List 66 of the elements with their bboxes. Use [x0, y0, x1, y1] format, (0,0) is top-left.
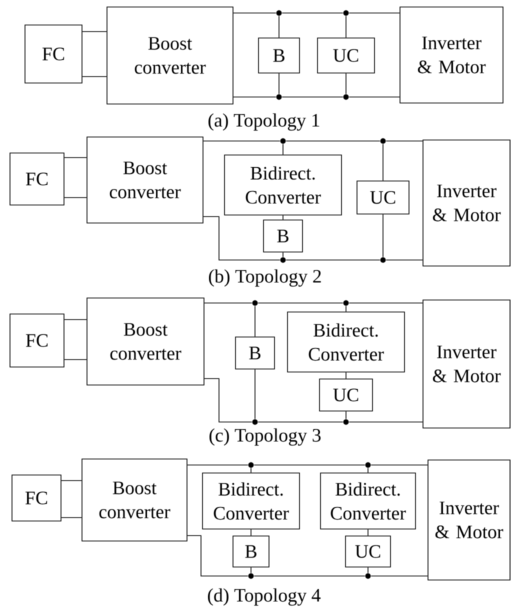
wire	[64, 197, 87, 198]
wire	[282, 144, 284, 155]
wire	[250, 567, 252, 574]
wire	[370, 464, 428, 466]
wire	[233, 12, 276, 14]
wire	[82, 31, 107, 32]
caption: (a) Topology 1	[208, 113, 320, 131]
block-box: Inverter & Motor	[400, 6, 504, 104]
wire	[204, 302, 252, 304]
wire	[203, 140, 280, 142]
block-box: B	[235, 336, 275, 370]
wire	[286, 140, 380, 142]
block-box: FC	[12, 474, 62, 522]
block-box: Inverter & Motor	[422, 300, 510, 428]
wire	[61, 517, 82, 518]
block-box: FC	[10, 314, 64, 368]
wire	[254, 464, 366, 466]
wire	[250, 529, 252, 536]
wire	[254, 369, 256, 420]
caption: (d) Topology 4	[208, 588, 321, 606]
wire	[203, 216, 280, 260]
block-box: Boost converter	[106, 6, 234, 104]
block-box: Bidirect. Converter	[320, 472, 416, 530]
block-box: Bidirect. Converter	[224, 154, 342, 216]
wire	[282, 96, 344, 98]
wire	[258, 302, 344, 304]
block-box: Inverter & Motor	[422, 140, 510, 266]
block-box: B	[232, 536, 270, 568]
block-box: Boost converter	[86, 298, 204, 386]
wire	[61, 480, 82, 481]
block-box: Bidirect. Converter	[287, 312, 405, 372]
block-box: B	[263, 220, 303, 252]
wire	[282, 252, 284, 258]
wire	[278, 16, 280, 38]
wire	[187, 535, 248, 576]
block-box: Inverter & Motor	[428, 460, 510, 580]
block-box: UC	[317, 38, 375, 74]
caption: (b) Topology 2	[208, 269, 321, 287]
wire	[382, 144, 384, 181]
wire	[82, 76, 107, 77]
block-box: Boost converter	[82, 458, 188, 542]
block-box: Boost converter	[86, 136, 204, 224]
wire	[382, 214, 384, 258]
block-box: B	[258, 38, 300, 74]
wire	[64, 319, 87, 320]
wire	[386, 140, 423, 142]
block-box: UC	[319, 378, 373, 412]
wire	[278, 73, 280, 94]
wire	[348, 96, 400, 98]
wire	[250, 468, 252, 473]
block-box: Bidirect. Converter	[202, 472, 300, 530]
wire	[233, 96, 276, 98]
wire	[282, 12, 344, 14]
wire	[282, 215, 284, 220]
block-box: UC	[356, 180, 410, 214]
wire	[254, 306, 256, 337]
block-box: UC	[345, 536, 391, 568]
caption: (c) Topology 3	[210, 428, 321, 446]
block-box: FC	[10, 152, 64, 206]
wire	[348, 12, 400, 14]
wire	[348, 302, 423, 304]
wire	[187, 464, 248, 466]
wire	[64, 157, 87, 158]
block-box: FC	[24, 24, 82, 84]
wire	[204, 378, 252, 422]
wire	[64, 359, 87, 360]
